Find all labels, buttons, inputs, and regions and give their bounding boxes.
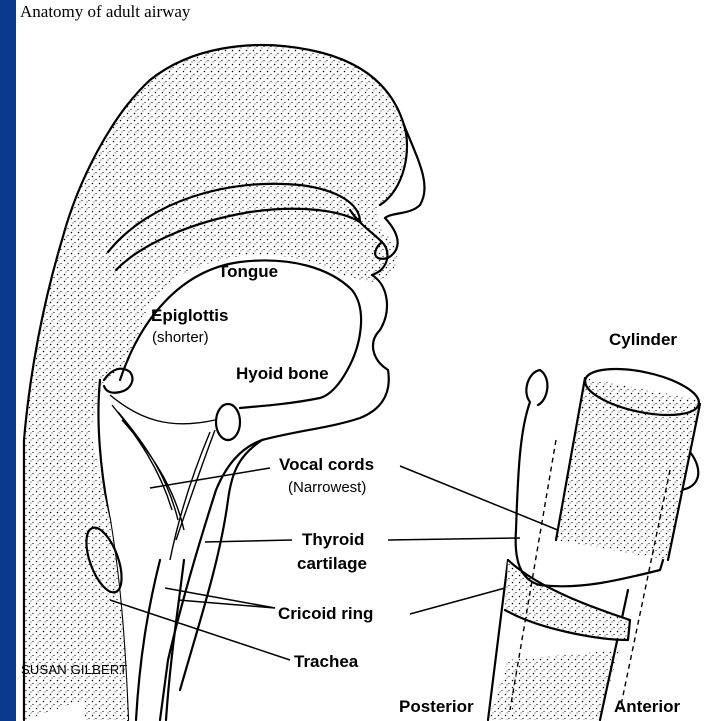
label-cylinder: Cylinder <box>609 330 677 350</box>
thyroid-leader-2 <box>388 538 520 540</box>
label-epiglottis: Epiglottis <box>151 306 228 326</box>
trachea-wall-back <box>166 560 184 720</box>
trachea-tube <box>488 650 620 720</box>
artist-credit: SUSAN GILBERT <box>21 662 127 677</box>
label-vocal-cords: Vocal cords <box>279 455 374 475</box>
cylinder-model <box>488 360 703 720</box>
hyoid-bone-shape <box>216 404 240 440</box>
lower-lip <box>372 275 388 370</box>
label-thyroid-line2: cartilage <box>297 554 367 574</box>
vocal-cords-leader-2 <box>400 466 570 535</box>
cricoid-leader-2 <box>178 600 275 608</box>
label-vocal-cords-note: (Narrowest) <box>288 479 366 497</box>
label-epiglottis-note: (shorter) <box>152 329 209 347</box>
trachea-leader <box>110 600 290 660</box>
label-thyroid-line1: Thyroid <box>302 530 364 550</box>
trachea-wall-front <box>136 560 160 720</box>
label-cricoid-ring: Cricoid ring <box>278 604 373 624</box>
label-posterior: Posterior <box>399 697 474 717</box>
label-hyoid-bone: Hyoid bone <box>236 364 329 384</box>
label-tongue: Tongue <box>218 262 278 282</box>
laryngeal-folds <box>110 395 215 560</box>
cylinder-body <box>556 378 700 560</box>
cricoid-leader-3 <box>410 588 505 614</box>
label-anterior: Anterior <box>614 697 680 717</box>
vocal-cords-leader-1 <box>150 468 270 488</box>
label-trachea: Trachea <box>294 652 358 672</box>
thyroid-horn <box>538 370 547 405</box>
thyroid-leader-1 <box>205 540 292 542</box>
